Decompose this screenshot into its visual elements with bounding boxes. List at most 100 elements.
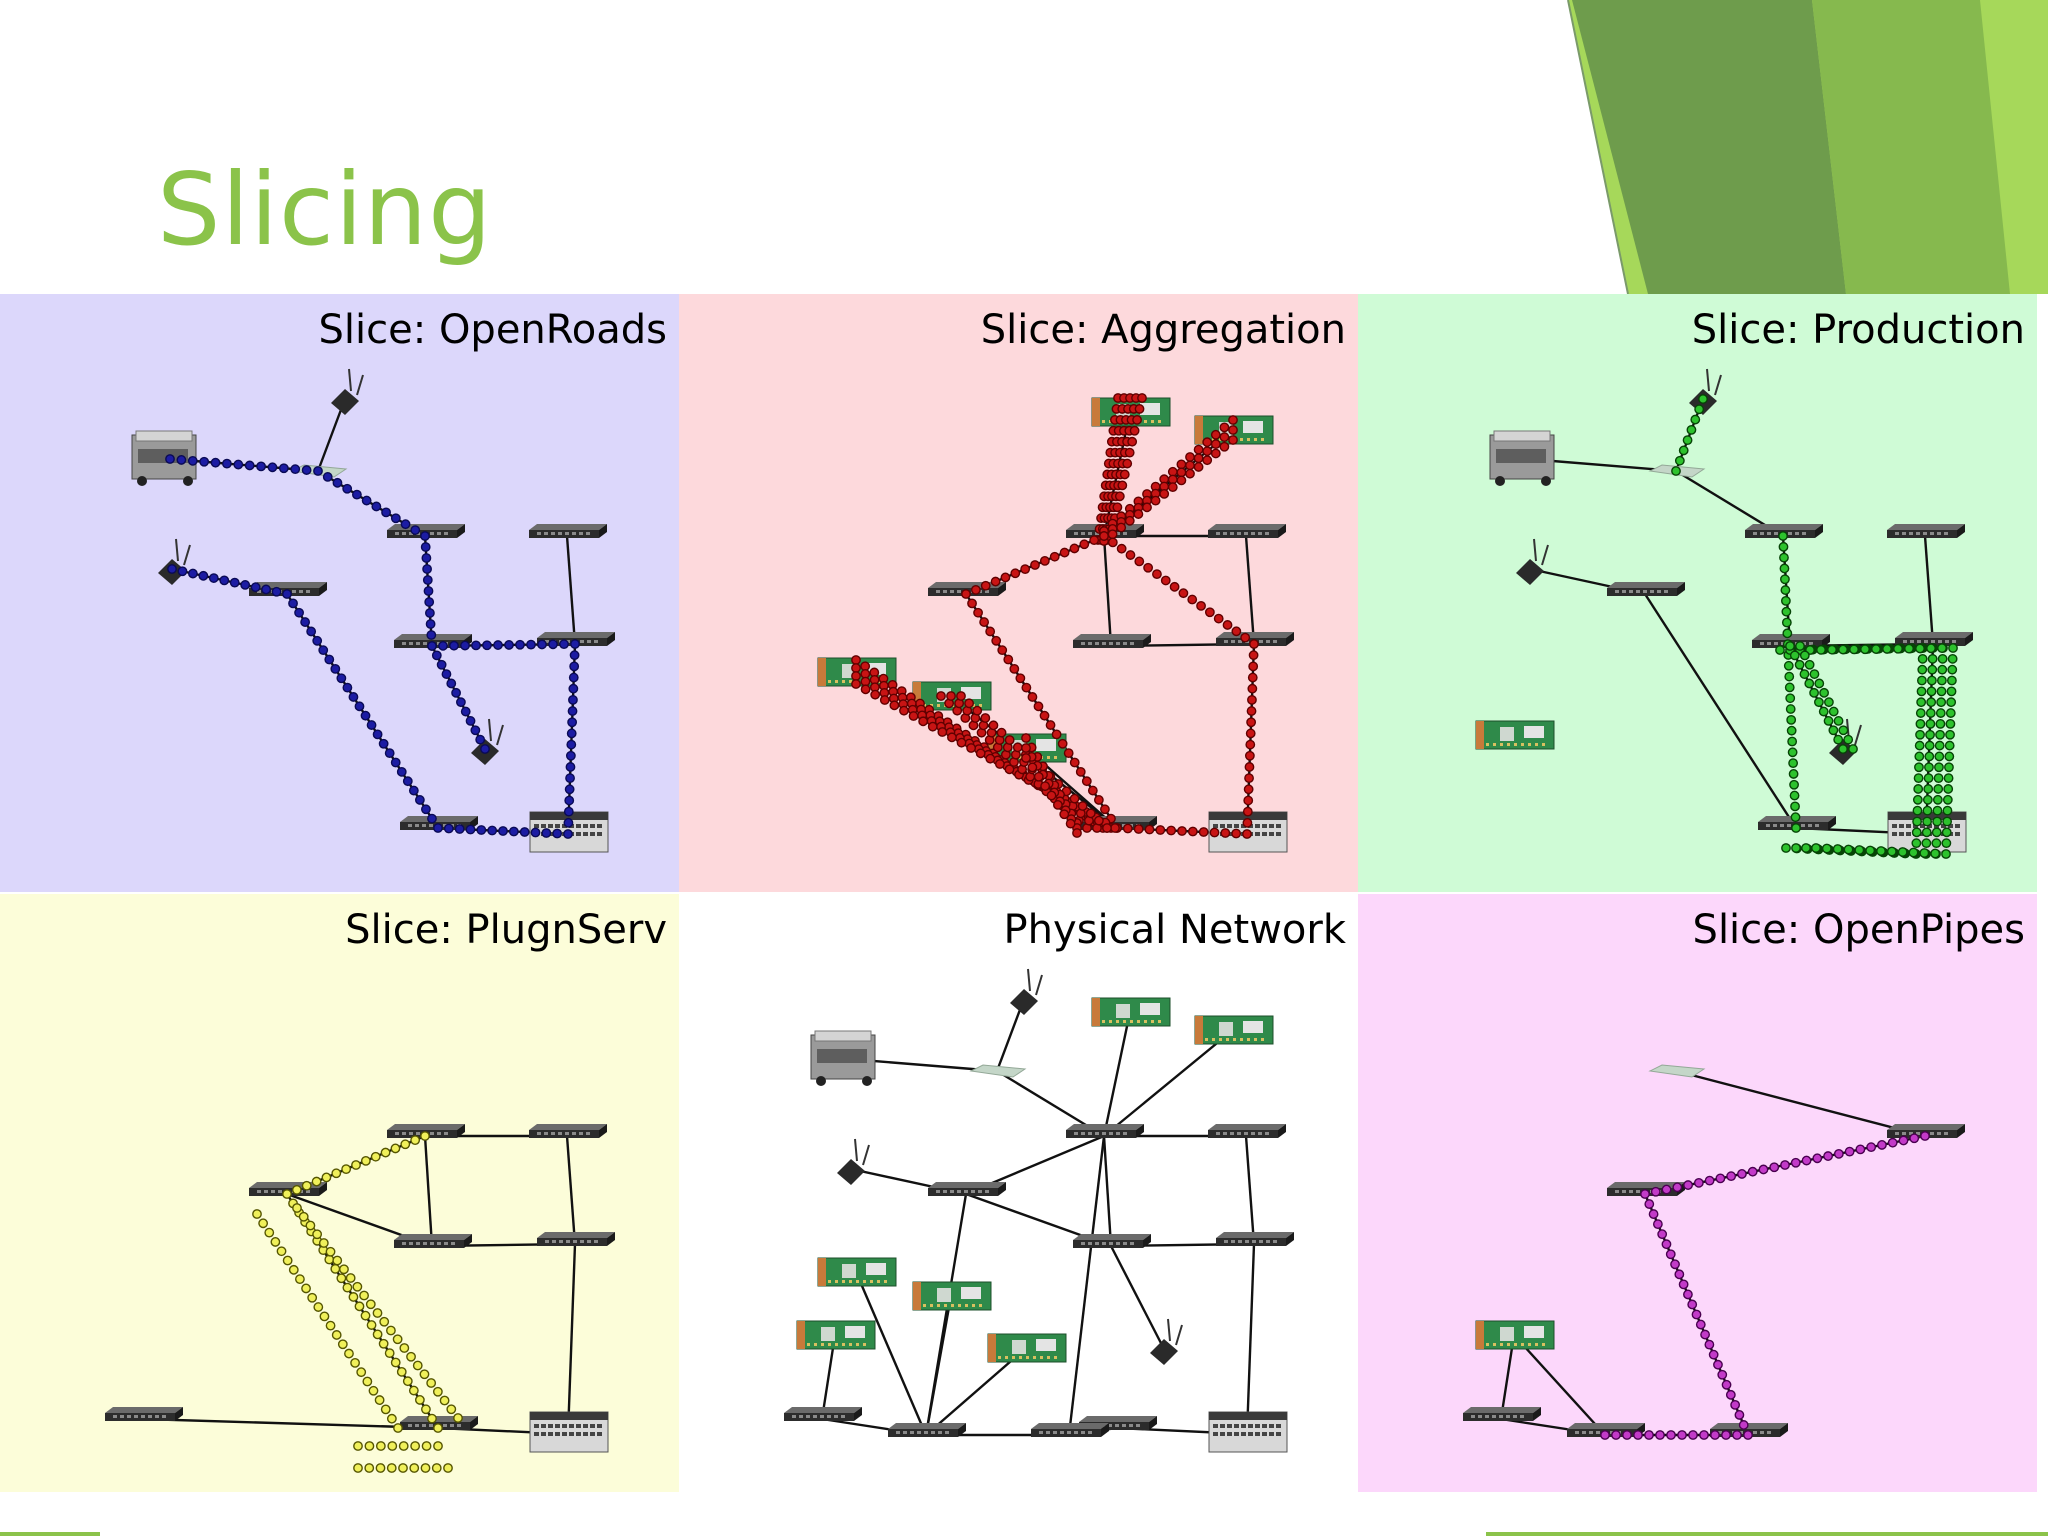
slice-dots — [292, 1203, 463, 1423]
slice-dots — [1785, 641, 1848, 754]
link — [1643, 593, 1798, 829]
slice-dots — [1805, 643, 1958, 859]
link — [565, 1135, 577, 1245]
slice-path-plugnserv — [252, 1131, 463, 1473]
slice-path-production — [1671, 394, 1958, 859]
link — [1923, 535, 1935, 645]
slice-dots — [167, 564, 580, 839]
panel-aggregation: Slice: Aggregation — [679, 294, 1358, 892]
openflow-switch-icon — [1887, 524, 1965, 538]
wimax-basestation-icon — [969, 1064, 1027, 1078]
slice-dots — [1099, 435, 1238, 546]
openflow-switch-icon — [1073, 634, 1151, 648]
links-physical — [820, 998, 1256, 1437]
netfpga-board-icon — [1475, 720, 1555, 750]
topology-production — [1475, 368, 1973, 859]
panel-label-physical-network: Physical Network — [1003, 907, 1346, 953]
slide-title: Slicing — [157, 151, 493, 268]
wireless-access-point-icon — [1150, 1318, 1183, 1365]
link — [1513, 1334, 1606, 1436]
slice-dots — [1778, 531, 1801, 833]
panel-openpipes: Slice: OpenPipes — [1358, 894, 2037, 1492]
links-openpipes — [1499, 1069, 1926, 1437]
wireless-access-point-icon — [837, 1138, 870, 1185]
openflow-switch-icon — [1607, 582, 1685, 596]
openflow-switch-icon — [529, 524, 607, 538]
devices-plugnserv — [105, 1124, 615, 1453]
netfpga-board-icon — [796, 1320, 876, 1350]
aggregation-switch-icon — [1208, 1411, 1288, 1453]
wireless-access-point-icon — [331, 368, 364, 415]
decor-wedge-mid — [1812, 0, 2010, 294]
wimax-basestation-icon — [131, 430, 197, 486]
link — [423, 1135, 434, 1247]
openflow-switch-icon — [1463, 1407, 1541, 1421]
footer-line-right — [1486, 1532, 2048, 1536]
link — [1102, 1135, 1113, 1247]
openflow-switch-icon — [529, 1124, 607, 1138]
slice-dots — [165, 454, 490, 754]
openflow-switch-icon — [105, 1407, 183, 1421]
devices-physical — [784, 968, 1294, 1453]
link — [565, 535, 577, 645]
panel-plugnserv: Slice: PlugnServ — [0, 894, 679, 1492]
wireless-access-point-icon — [158, 538, 191, 585]
panel-label-openroads: Slice: OpenRoads — [318, 307, 667, 353]
slice-path-aggregation — [851, 393, 1259, 839]
topology-plugnserv — [105, 1124, 615, 1473]
panel-label-plugnserv: Slice: PlugnServ — [345, 907, 667, 953]
netfpga-board-icon — [987, 1333, 1067, 1363]
openflow-switch-icon — [1073, 1234, 1151, 1248]
netfpga-board-icon — [1091, 997, 1171, 1027]
netfpga-board-icon — [912, 1281, 992, 1311]
panel-label-openpipes: Slice: OpenPipes — [1692, 907, 2025, 953]
openflow-switch-icon — [1031, 1423, 1109, 1437]
topology-openpipes — [1463, 1064, 1965, 1440]
wireless-access-point-icon — [1516, 538, 1549, 585]
openflow-switch-icon — [784, 1407, 862, 1421]
panel-openroads: Slice: OpenRoads — [0, 294, 679, 892]
slice-dots — [353, 1463, 453, 1473]
decor-line — [1567, 0, 1629, 295]
wimax-basestation-icon — [810, 1030, 876, 1086]
panel-physical-network: Physical Network — [679, 894, 1358, 1492]
panel-label-production: Slice: Production — [1691, 307, 2025, 353]
devices-production — [1475, 368, 1973, 853]
slice-dots — [353, 1441, 443, 1451]
link — [1102, 1011, 1132, 1137]
link — [142, 1417, 439, 1430]
wimax-basestation-icon — [1489, 430, 1555, 486]
slice-path-openroads — [165, 454, 580, 839]
wireless-access-point-icon — [1010, 968, 1043, 1015]
openflow-switch-icon — [1208, 1124, 1286, 1138]
netfpga-board-icon — [1194, 1015, 1274, 1045]
slice-dots — [1021, 753, 1082, 838]
link — [1109, 1245, 1166, 1350]
slice-dots — [1671, 394, 1708, 476]
devices-openpipes — [1463, 1064, 1965, 1437]
wireless-access-point-icon — [1689, 368, 1722, 415]
openflow-switch-icon — [1208, 524, 1286, 538]
netfpga-board-icon — [817, 1257, 897, 1287]
openflow-switch-icon — [394, 1234, 472, 1248]
aggregation-switch-icon — [529, 1411, 609, 1453]
slice-dots — [252, 1209, 403, 1433]
link — [566, 1243, 577, 1435]
netfpga-board-icon — [1475, 1320, 1555, 1350]
link — [1103, 1029, 1234, 1137]
link — [1245, 643, 1256, 835]
slice-dots — [1099, 531, 1259, 839]
topology-openroads — [131, 368, 615, 853]
devices-openroads — [131, 368, 615, 853]
openflow-switch-icon — [537, 1232, 615, 1246]
link — [1244, 1135, 1256, 1245]
footer-line-left — [0, 1532, 100, 1536]
link — [1244, 535, 1256, 645]
topology-aggregation — [817, 393, 1294, 853]
openflow-switch-icon — [888, 1423, 966, 1437]
slice-dots — [1795, 641, 1858, 754]
slice-dots — [956, 691, 1112, 833]
link — [854, 1271, 928, 1436]
openflow-switch-icon — [1216, 1232, 1294, 1246]
